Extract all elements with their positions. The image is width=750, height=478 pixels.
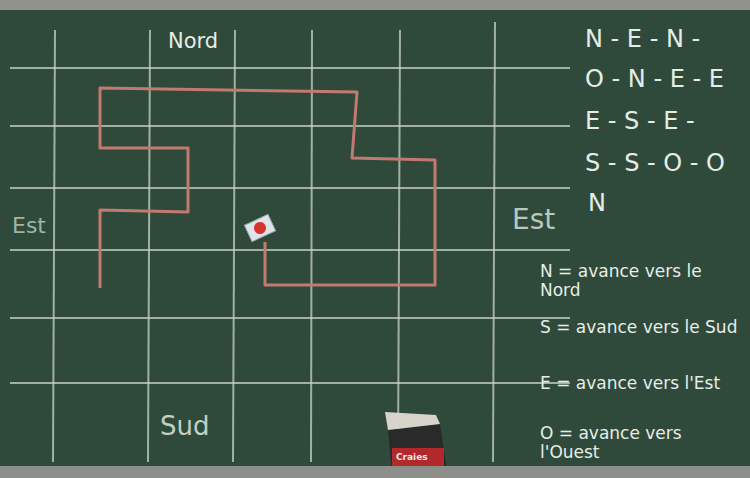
legend-note: S = avance vers le Sud <box>540 318 740 337</box>
eraser <box>244 214 275 241</box>
direction-label: Sud <box>160 412 210 441</box>
legend-note: E = avance vers l'Est <box>540 374 740 393</box>
direction-label: Nord <box>168 30 218 53</box>
board-frame <box>0 0 750 10</box>
direction-label: Est <box>12 214 46 238</box>
instruction-sequence: S - S - O - O <box>585 150 725 176</box>
legend-note: O = avance vers l'Ouest <box>540 424 740 461</box>
instruction-sequence: E - S - E - <box>585 108 695 134</box>
direction-label: Est <box>512 205 555 236</box>
chalk-box <box>385 412 447 474</box>
chalk-tray <box>0 466 750 478</box>
instruction-sequence: O - N - E - E <box>585 66 724 92</box>
instruction-sequence: N - E - N - <box>585 26 700 52</box>
chalk-path <box>100 88 435 288</box>
instruction-sequence: N <box>588 190 606 216</box>
grid <box>10 22 570 462</box>
box-text: Craies <box>396 453 428 463</box>
legend-note: N = avance vers le Nord <box>540 262 740 299</box>
